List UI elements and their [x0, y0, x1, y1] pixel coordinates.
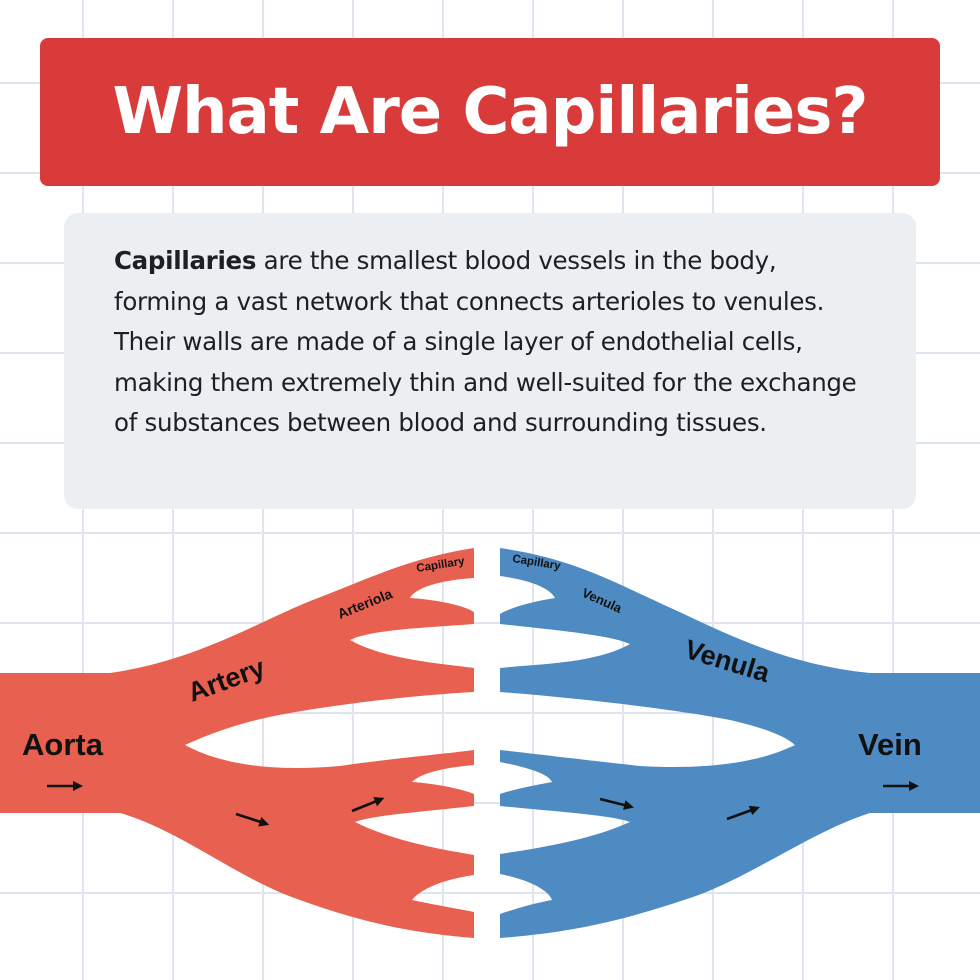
page-title: What Are Capillaries? [112, 75, 868, 149]
artery-vessel-shape [0, 548, 474, 938]
vein-vessel-shape [500, 548, 980, 938]
arterial-vessels [0, 548, 474, 938]
label-aorta: Aorta [22, 727, 104, 762]
arrow-right-icon [883, 781, 919, 791]
arrow-right-icon [599, 797, 634, 810]
capillary-network-diagram: Aorta Artery Arteriola Capillary Vein Ve… [0, 548, 980, 938]
title-banner: What Are Capillaries? [40, 38, 940, 186]
arrow-right-icon [726, 805, 760, 821]
arrow-right-icon [351, 796, 385, 813]
description-box: Capillaries are the smallest blood vesse… [64, 213, 916, 509]
description-text: Capillaries are the smallest blood vesse… [114, 241, 876, 444]
arrow-right-icon [47, 781, 83, 791]
description-term: Capillaries [114, 246, 257, 275]
label-vein: Vein [858, 727, 922, 762]
flow-arrows [47, 781, 919, 827]
arrow-right-icon [235, 812, 270, 827]
venous-vessels [500, 548, 980, 938]
description-body: are the smallest blood vessels in the bo… [114, 246, 857, 437]
